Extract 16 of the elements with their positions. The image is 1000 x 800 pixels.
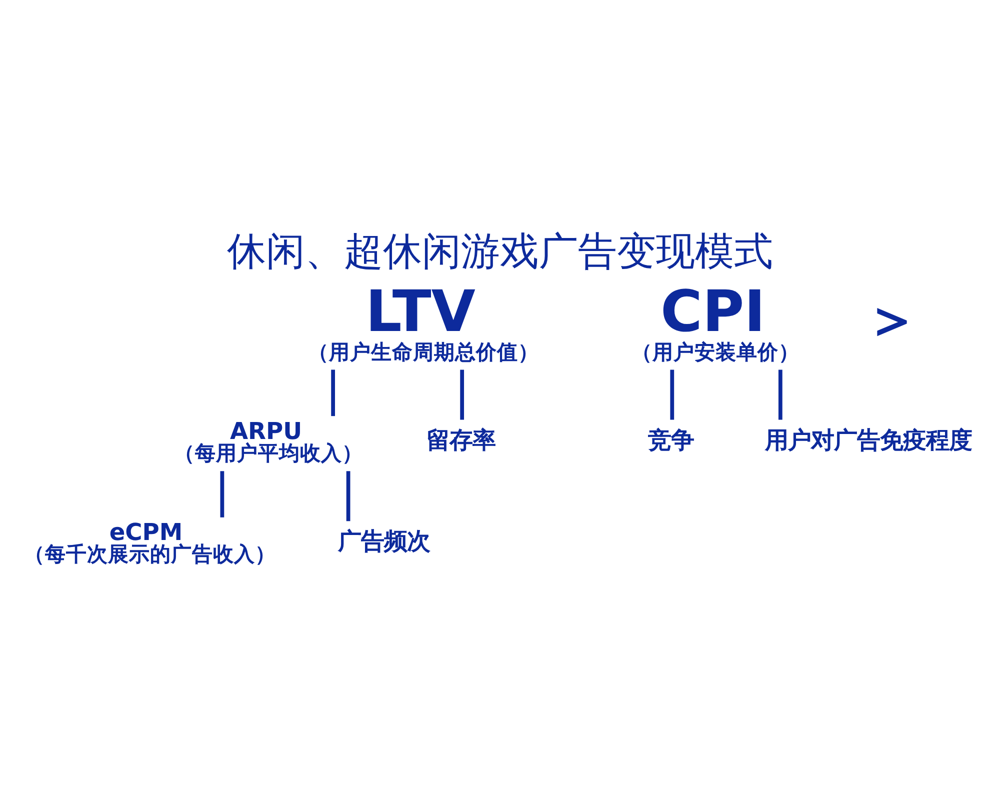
node-text: eCPM （每千次展示的广告收入） [24, 518, 276, 566]
label: ＞ [863, 286, 920, 353]
node-text: 留存率 [426, 426, 496, 454]
node-text: LTV （用户生命周期总价值） [308, 278, 539, 364]
diagram-title: 休闲、超休闲游戏广告变现模式 [227, 229, 773, 274]
connector [778, 370, 782, 420]
node-text: ARPU （每用户平均收入） [174, 416, 364, 466]
node-text: 用户对广告免疫程度 [764, 426, 972, 454]
node-text: 竞争 [648, 426, 694, 454]
connector [331, 370, 335, 416]
connector [346, 471, 350, 522]
node-text: CPI （用户安装单价） [631, 278, 800, 364]
node-text: 广告频次 [338, 526, 430, 555]
connector [220, 471, 224, 518]
connector [460, 370, 464, 420]
connector [670, 370, 674, 420]
